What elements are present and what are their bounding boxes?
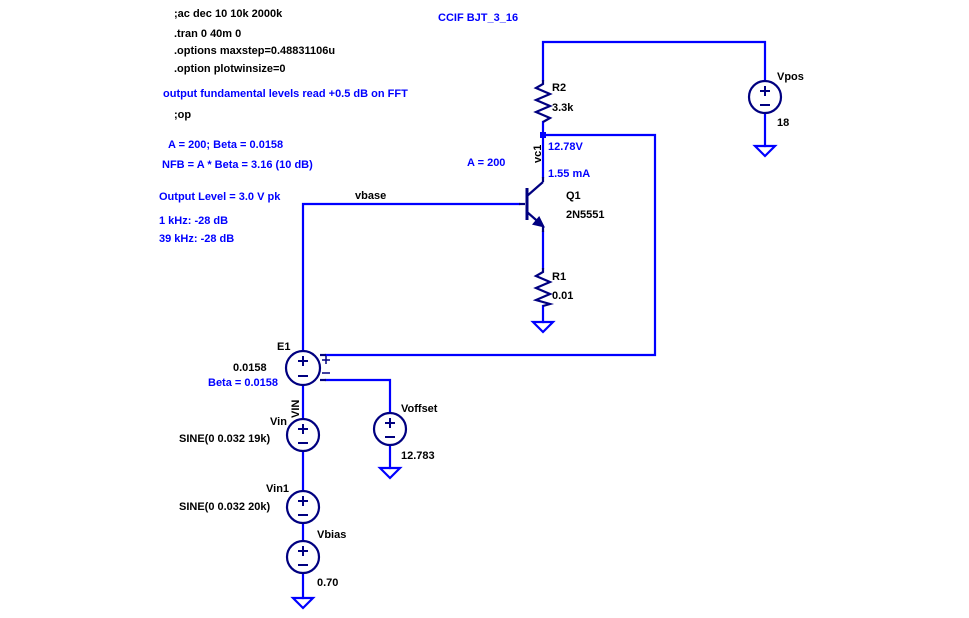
directive-options[interactable]: .options maxstep=0.48831106u bbox=[174, 45, 335, 57]
directive-tran[interactable]: .tran 0 40m 0 bbox=[174, 28, 241, 40]
r2-value[interactable]: 3.3k bbox=[552, 102, 574, 114]
transistor-q1[interactable] bbox=[519, 177, 546, 232]
note-a-beta[interactable]: A = 200; Beta = 0.0158 bbox=[168, 139, 283, 151]
net-label-vbase[interactable]: vbase bbox=[355, 190, 386, 202]
net-label-vin[interactable]: VIN bbox=[290, 400, 302, 418]
vin1-value[interactable]: SINE(0 0.032 20k) bbox=[179, 501, 270, 513]
vbias-name[interactable]: Vbias bbox=[317, 529, 346, 541]
r1-value[interactable]: 0.01 bbox=[552, 290, 573, 302]
wire-vc1-feedback[interactable] bbox=[324, 133, 657, 357]
r2-name[interactable]: R2 bbox=[552, 82, 566, 94]
r1-name[interactable]: R1 bbox=[552, 271, 566, 283]
source-vbias[interactable] bbox=[285, 539, 321, 575]
wire-vbase[interactable] bbox=[301, 202, 521, 352]
note-39khz[interactable]: 39 kHz: -28 dB bbox=[159, 233, 234, 245]
ground-r1 bbox=[530, 320, 556, 334]
schematic-title: CCIF BJT_3_16 bbox=[438, 12, 518, 24]
net-label-vc1[interactable]: vc1 bbox=[532, 145, 544, 163]
node-vc1 bbox=[540, 132, 546, 138]
q1-name[interactable]: Q1 bbox=[566, 190, 581, 202]
wires bbox=[301, 40, 767, 600]
vpos-name[interactable]: Vpos bbox=[777, 71, 804, 83]
directive-ac[interactable]: ;ac dec 10 10k 2000k bbox=[174, 8, 283, 20]
ground-icon bbox=[752, 144, 778, 158]
directive-op[interactable]: ;op bbox=[174, 109, 191, 121]
wire-top-rail[interactable] bbox=[541, 40, 767, 82]
ground-vbias bbox=[290, 596, 316, 610]
e1-beta-label[interactable]: Beta = 0.0158 bbox=[208, 377, 278, 389]
source-vpos[interactable] bbox=[747, 79, 783, 115]
source-vin[interactable] bbox=[285, 417, 321, 453]
op-vc1-voltage: 12.78V bbox=[548, 141, 584, 153]
resistor-r1[interactable] bbox=[532, 268, 555, 308]
resistor-r2[interactable] bbox=[533, 80, 553, 123]
wire-e1-to-voffset[interactable] bbox=[324, 378, 392, 414]
directive-option[interactable]: .option plotwinsize=0 bbox=[174, 63, 286, 75]
q1-value[interactable]: 2N5551 bbox=[566, 209, 605, 221]
note-a-near-q1[interactable]: A = 200 bbox=[467, 157, 505, 169]
vin-value[interactable]: SINE(0 0.032 19k) bbox=[179, 433, 270, 445]
vcvs-e1[interactable] bbox=[284, 349, 330, 387]
vbias-value[interactable]: 0.70 bbox=[317, 577, 338, 589]
e1-value[interactable]: 0.0158 bbox=[233, 362, 267, 374]
note-fft[interactable]: output fundamental levels read +0.5 dB o… bbox=[163, 88, 408, 100]
ground-vpos bbox=[752, 144, 778, 158]
ground-voffset bbox=[377, 466, 403, 480]
ground-icon bbox=[377, 466, 403, 480]
ground-icon bbox=[290, 596, 316, 610]
voffset-value[interactable]: 12.783 bbox=[401, 450, 435, 462]
note-1khz[interactable]: 1 kHz: -28 dB bbox=[159, 215, 228, 227]
note-nfb[interactable]: NFB = A * Beta = 3.16 (10 dB) bbox=[162, 159, 313, 171]
ground-icon bbox=[530, 320, 556, 334]
vpos-value[interactable]: 18 bbox=[777, 117, 789, 129]
note-output-level[interactable]: Output Level = 3.0 V pk bbox=[159, 191, 281, 203]
op-q1-current: 1.55 mA bbox=[548, 168, 590, 180]
source-vin1[interactable] bbox=[285, 489, 321, 525]
q1-emitter-arrow-icon bbox=[531, 216, 546, 228]
voffset-name[interactable]: Voffset bbox=[401, 403, 438, 415]
vin-name[interactable]: Vin bbox=[270, 416, 287, 428]
vin1-name[interactable]: Vin1 bbox=[266, 483, 289, 495]
e1-name[interactable]: E1 bbox=[277, 341, 290, 353]
source-voffset[interactable] bbox=[372, 411, 408, 447]
